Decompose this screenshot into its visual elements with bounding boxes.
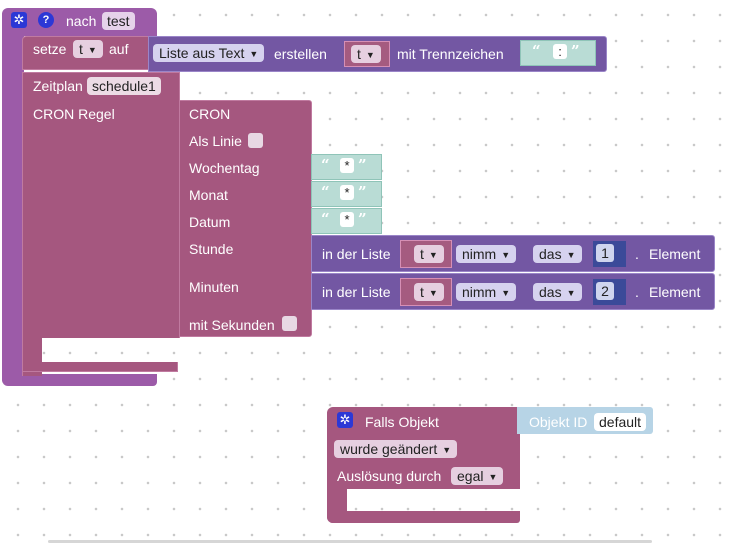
minutes-label: Minuten [189, 279, 239, 295]
list-get-1-var-dropdown[interactable]: t▼ [414, 245, 444, 263]
condition-value: wurde geändert [340, 441, 438, 457]
hour-label: Stunde [189, 241, 234, 257]
seconds-checkbox[interactable] [282, 316, 297, 331]
list-get-2-pos-dropdown[interactable]: das ▼ [533, 283, 582, 301]
trigger-value: egal [457, 468, 484, 484]
horizontal-scrollbar[interactable] [48, 540, 652, 543]
list-get-1-op-value: nimm [462, 246, 497, 262]
month-field[interactable]: * [340, 185, 354, 200]
as-line-label: Als Linie [189, 133, 242, 149]
event-block-spine [2, 36, 24, 382]
chevron-down-icon: ▼ [87, 45, 97, 55]
event-block-footer [2, 374, 157, 386]
object-id-field[interactable]: default [594, 413, 647, 431]
chevron-down-icon: ▼ [501, 288, 511, 298]
separator-label: mit Trennzeichen [397, 46, 504, 62]
help-icon[interactable]: ? [38, 12, 54, 28]
chevron-down-icon: ▼ [501, 250, 511, 260]
as-line-checkbox[interactable] [248, 133, 263, 148]
open-quote-icon: “ [321, 183, 330, 201]
schedule-name-field[interactable]: schedule1 [87, 77, 161, 95]
date-field[interactable]: * [340, 212, 354, 227]
close-quote-icon: ” [571, 42, 580, 60]
chevron-down-icon: ▼ [488, 472, 498, 482]
erstellen-label: erstellen [274, 46, 327, 62]
cron-rule-label: CRON Regel [33, 106, 115, 122]
list-get-1-index-block[interactable]: 1 [593, 241, 626, 267]
month-text-block[interactable]: “ * ” [311, 181, 382, 207]
trigger-by-label: Auslösung durch [337, 468, 442, 484]
auf-label: auf [109, 41, 129, 57]
chevron-down-icon: ▼ [365, 50, 375, 60]
weekday-field[interactable]: * [340, 158, 354, 173]
chevron-down-icon: ▼ [428, 288, 438, 298]
chevron-down-icon: ▼ [249, 49, 259, 59]
list-get-1-pos-dropdown[interactable]: das ▼ [533, 245, 582, 263]
trigger-title: Falls Objekt [365, 414, 439, 430]
chevron-down-icon: ▼ [428, 250, 438, 260]
date-text-block[interactable]: “ * ” [311, 208, 382, 234]
open-quote-icon: “ [532, 42, 541, 60]
split-var-value: t [357, 46, 361, 62]
list-get-1-suffix: Element [649, 246, 701, 262]
schedule-block-footer [22, 362, 178, 372]
seconds-label: mit Sekunden [189, 317, 275, 333]
split-mode-dropdown[interactable]: Liste aus Text ▼ [153, 44, 265, 62]
cron-title: CRON [189, 106, 231, 122]
list-get-1-pos-value: das [539, 246, 562, 262]
trigger-value-dropdown[interactable]: egal ▼ [451, 467, 504, 485]
event-label: nach [66, 13, 97, 29]
gear-icon[interactable]: ✲ [11, 12, 27, 28]
list-get-2-op-dropdown[interactable]: nimm ▼ [456, 283, 517, 301]
list-get-2-dot: . [635, 284, 639, 300]
open-quote-icon: “ [321, 210, 330, 228]
list-get-1-index-field[interactable]: 1 [596, 244, 614, 262]
open-quote-icon: “ [321, 156, 330, 174]
list-get-2-var-value: t [420, 284, 424, 300]
setze-var-dropdown[interactable]: t▼ [73, 40, 103, 58]
month-label: Monat [189, 187, 228, 203]
list-get-2-var-dropdown[interactable]: t▼ [414, 283, 444, 301]
condition-dropdown[interactable]: wurde geändert ▼ [334, 440, 458, 458]
gear-icon[interactable]: ✲ [337, 412, 353, 428]
schedule-label: Zeitplan [33, 78, 83, 94]
event-name-field[interactable]: test [102, 12, 135, 30]
setze-var-value: t [79, 41, 83, 57]
list-get-1-dot: . [635, 246, 639, 262]
list-get-2-pos-value: das [539, 284, 562, 300]
list-get-1-var-value: t [420, 246, 424, 262]
chevron-down-icon: ▼ [566, 250, 576, 260]
object-id-label: Objekt ID [529, 414, 588, 430]
split-var-dropdown[interactable]: t▼ [351, 45, 381, 63]
chevron-down-icon: ▼ [566, 288, 576, 298]
date-label: Datum [189, 214, 231, 230]
list-get-2-prefix: in der Liste [322, 284, 391, 300]
trigger-block-footer [327, 511, 520, 523]
list-get-2-index-field[interactable]: 2 [596, 282, 614, 300]
list-get-2-suffix: Element [649, 284, 701, 300]
weekday-label: Wochentag [189, 160, 260, 176]
close-quote-icon: ” [358, 156, 367, 174]
close-quote-icon: ” [358, 183, 367, 201]
close-quote-icon: ” [358, 210, 367, 228]
list-get-1-op-dropdown[interactable]: nimm ▼ [456, 245, 517, 263]
list-get-1-prefix: in der Liste [322, 246, 391, 262]
setze-label: setze [33, 41, 67, 57]
separator-field[interactable]: : [553, 44, 567, 59]
split-mode-value: Liste aus Text [159, 45, 245, 61]
list-get-2-index-block[interactable]: 2 [593, 279, 626, 305]
separator-text-block[interactable]: “ : ” [520, 40, 596, 66]
chevron-down-icon: ▼ [442, 445, 452, 455]
list-get-2-op-value: nimm [462, 284, 497, 300]
weekday-text-block[interactable]: “ * ” [311, 154, 382, 180]
